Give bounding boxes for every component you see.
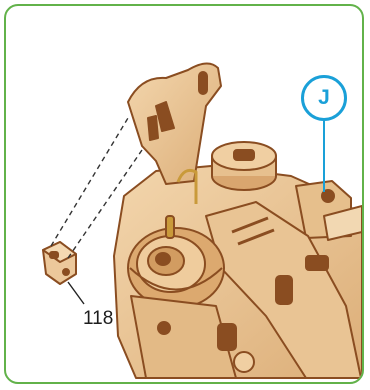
- step-callout-badge: J: [301, 75, 347, 121]
- part-leader-line: [68, 282, 84, 304]
- instruction-frame: J 118: [4, 4, 364, 384]
- part-number-label: 118: [83, 308, 113, 330]
- wooden-part-icon: [43, 242, 76, 284]
- callout-letter: J: [318, 86, 330, 110]
- assembly-illustration: [6, 6, 364, 384]
